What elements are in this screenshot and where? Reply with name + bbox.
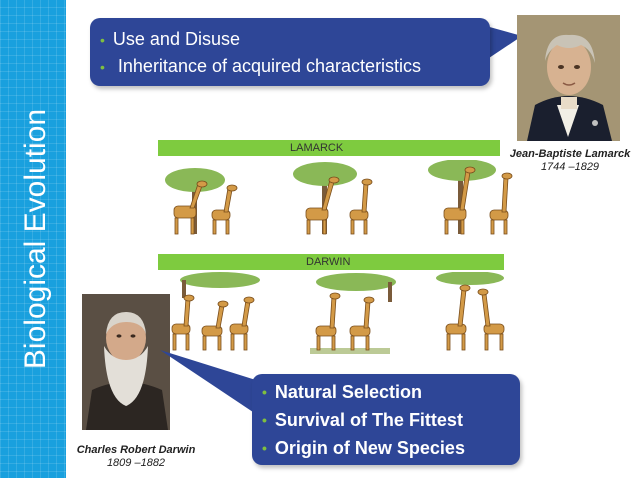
slide-title: Biological Evolution (19, 108, 52, 370)
lamarck-portrait (517, 15, 620, 141)
lamarck-giraffes-illustration (165, 160, 513, 235)
darwin-caption: Charles Robert Darwin 1809 –1882 (66, 444, 206, 470)
lamarck-name: Jean-Baptiste Lamarck (509, 148, 631, 160)
lamarck-years: 1744 –1829 (540, 161, 600, 173)
darwin-bubble-tail (160, 350, 256, 414)
lamarck-band-label: LAMARCK (290, 142, 344, 154)
bullet-icon: • (262, 412, 267, 428)
lamarck-bubble: •Use and Disuse • Inheritance of acquire… (90, 18, 490, 86)
lamarck-point-2: • Inheritance of acquired characteristic… (100, 56, 422, 76)
lamarck-bubble-tail (486, 26, 522, 60)
darwin-point-1: •Natural Selection (262, 381, 422, 402)
darwin-name: Charles Robert Darwin (76, 444, 196, 456)
bullet-icon: • (100, 58, 105, 75)
bullet-icon: • (100, 31, 105, 48)
darwin-band: DARWIN (158, 254, 504, 270)
bullet-icon: • (262, 440, 267, 456)
lamarck-caption: Jean-Baptiste Lamarck 1744 –1829 (506, 148, 634, 174)
darwin-point-2: •Survival of The Fittest (262, 409, 463, 430)
darwin-bubble: •Natural Selection •Survival of The Fitt… (252, 374, 520, 465)
lamarck-band: LAMARCK (158, 140, 500, 156)
lamarck-point-1: •Use and Disuse (100, 29, 240, 49)
sidebar: Biological Evolution (0, 0, 66, 478)
darwin-point-3: •Origin of New Species (262, 437, 465, 458)
bullet-icon: • (262, 384, 267, 400)
darwin-portrait (82, 294, 170, 430)
darwin-years: 1809 –1882 (106, 457, 166, 469)
darwin-giraffes-illustration (171, 272, 505, 354)
darwin-band-label: DARWIN (306, 256, 351, 268)
